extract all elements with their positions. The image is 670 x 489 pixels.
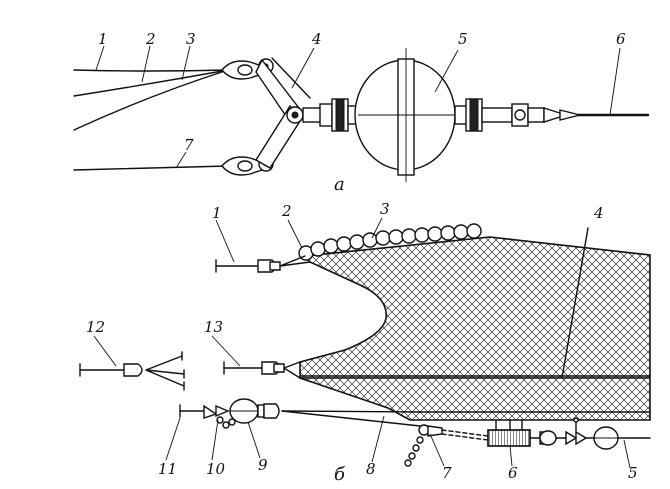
middle-rope [223,361,301,379]
subfigure-a: а [334,174,345,195]
label-b-12: 12 [86,318,105,336]
detached-bridle [79,351,185,391]
label-a-2: 2 [145,30,156,48]
warp-1 [73,69,229,72]
buoy-sphere [354,48,456,182]
label-a-4: 4 [311,30,322,48]
label-b-3: 3 [380,200,390,218]
label-a-1: 1 [98,30,108,48]
labels-b: 1 2 3 4 5 6 7 8 9 10 11 12 13 б [86,200,638,485]
label-a-5: 5 [458,30,468,48]
label-b-2: 2 [281,202,292,220]
label-b-6: 6 [508,464,518,482]
warp-7 [73,165,229,171]
net-seam [561,227,589,379]
warp-3 [73,69,229,131]
label-b-8: 8 [366,460,376,478]
label-b-9: 9 [258,456,268,474]
right-swivel [454,98,581,132]
label-a-3: 3 [186,30,196,48]
label-b-13: 13 [204,318,223,336]
label-b-11: 11 [158,460,177,478]
part-b: 1 2 3 4 5 6 7 8 9 10 11 12 13 б [79,200,651,485]
upper-rope [215,255,311,273]
warp-2 [73,69,229,97]
label-b-5: 5 [628,464,638,482]
label-a-7: 7 [184,136,194,154]
label-b-4: 4 [593,204,604,222]
label-a-6: 6 [616,30,626,48]
lower-rig [179,398,651,467]
bridle-arms [255,57,311,169]
part-a: 1 2 3 4 5 6 7 а [73,30,650,195]
net-body [299,236,651,421]
floats-row [298,223,482,261]
label-b-1: 1 [212,204,222,222]
label-b-10: 10 [206,460,226,478]
label-b-7: 7 [442,464,452,482]
labels-a: 1 2 3 4 5 6 7 а [95,30,626,195]
left-swivel [302,98,361,132]
subfigure-b: б [334,464,346,485]
